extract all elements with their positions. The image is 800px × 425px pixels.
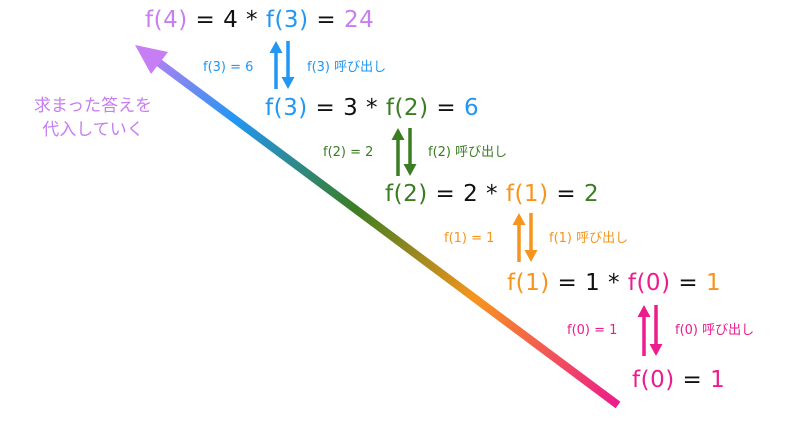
lhs: f(2) [385, 181, 428, 207]
substitution-note-line2: 代入していく [42, 120, 144, 140]
equals: = [435, 181, 456, 207]
equation-f1: f(1) = 1 * f(0) = 1 [507, 272, 721, 295]
return-path-shaft [155, 58, 621, 409]
multiplier: 1 [585, 270, 601, 296]
equals: = [556, 181, 577, 207]
return-value-label: f(2) = 2 [323, 145, 374, 160]
call-arrow [524, 213, 538, 262]
call-arrow [649, 305, 663, 356]
arrow-pair-level-0 [269, 41, 295, 89]
equals: = [436, 95, 457, 121]
call-arrow [403, 128, 417, 176]
return-arrow [637, 305, 651, 356]
lhs: f(4) [145, 7, 188, 33]
call-label: f(1) 呼び出し [549, 231, 629, 246]
call-label: f(2) 呼び出し [428, 145, 508, 160]
call-label: f(0) 呼び出し [675, 323, 755, 338]
return-value-label: f(3) = 6 [203, 60, 254, 75]
equals: = [678, 270, 699, 296]
recursive-call: f(1) [505, 181, 549, 207]
return-arrow [391, 128, 405, 176]
substitution-note: 求まった答えを 代入していく [18, 94, 168, 142]
times: * [366, 95, 379, 121]
multiplier: 2 [463, 181, 479, 207]
return-path-arrow [135, 45, 621, 409]
multiplier: 4 [223, 7, 239, 33]
return-arrow [269, 41, 283, 89]
lhs: f(1) [507, 270, 550, 296]
equals: = [316, 7, 337, 33]
return-value-label: f(1) = 1 [444, 231, 495, 246]
return-path-arrowhead [135, 45, 168, 74]
equation-f4: f(4) = 4 * f(3) = 24 [145, 9, 374, 32]
equals: = [195, 7, 216, 33]
recursive-call: f(0) [627, 270, 671, 296]
substitution-note-line1: 求まった答えを [33, 96, 153, 116]
return-value-label: f(0) = 1 [567, 323, 618, 338]
call-label: f(3) 呼び出し [307, 60, 387, 75]
call-arrow [281, 41, 295, 89]
lhs: f(3) [265, 95, 308, 121]
return-arrow [512, 213, 526, 262]
times: * [246, 7, 259, 33]
equals: = [557, 270, 578, 296]
times: * [486, 181, 499, 207]
arrow-pair-level-1 [391, 128, 417, 176]
multiplier: 3 [343, 95, 359, 121]
result: 1 [705, 270, 722, 296]
equation-f0: f(0) = 1 [632, 369, 725, 392]
result: 1 [710, 367, 726, 393]
equals: = [682, 367, 703, 393]
recursive-call: f(2) [385, 95, 429, 121]
arrow-pair-level-2 [512, 213, 538, 262]
result: 24 [343, 7, 375, 33]
result: 6 [463, 95, 480, 121]
arrow-pair-level-3 [637, 305, 663, 356]
equation-f3: f(3) = 3 * f(2) = 6 [265, 97, 479, 120]
equals: = [315, 95, 336, 121]
result: 2 [583, 181, 600, 207]
recursive-call: f(3) [265, 7, 309, 33]
times: * [608, 270, 621, 296]
lhs: f(0) [632, 367, 675, 393]
equation-f2: f(2) = 2 * f(1) = 2 [385, 183, 599, 206]
